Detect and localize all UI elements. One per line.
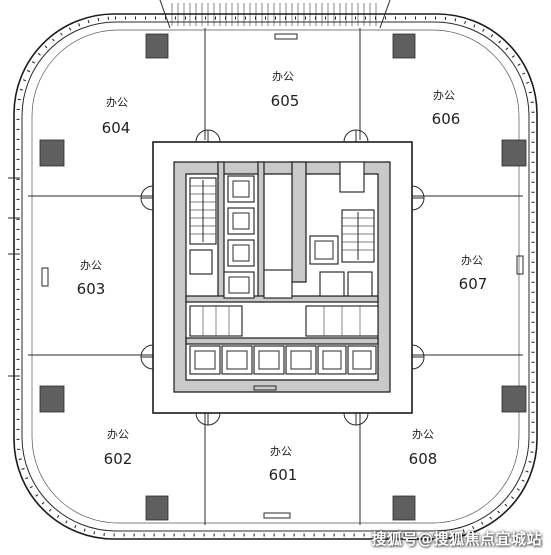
room-604-label: 办公 bbox=[106, 96, 128, 109]
room-605-number: 605 bbox=[271, 92, 300, 110]
column-icon bbox=[501, 385, 527, 413]
column-icon bbox=[392, 33, 416, 59]
room-604-number: 604 bbox=[102, 119, 131, 137]
wall-hatches bbox=[8, 33, 524, 519]
corridor-boundary bbox=[152, 141, 413, 414]
room-603-label: 办公 bbox=[80, 259, 102, 272]
room-608-number: 608 bbox=[409, 450, 438, 468]
column-icon bbox=[145, 495, 169, 521]
office-partitions bbox=[28, 28, 523, 525]
column-icon bbox=[39, 385, 65, 413]
column-icon bbox=[392, 495, 416, 521]
room-608-label: 办公 bbox=[412, 428, 434, 441]
washrooms bbox=[189, 305, 379, 337]
outer-wall bbox=[13, 13, 538, 540]
room-602-number: 602 bbox=[104, 450, 133, 468]
room-607-label: 办公 bbox=[461, 254, 483, 267]
room-606-number: 606 bbox=[432, 110, 461, 128]
core-lobby bbox=[263, 269, 293, 299]
curtain-wall-mullions bbox=[16, 16, 535, 537]
room-606-label: 办公 bbox=[433, 89, 455, 102]
column-icon bbox=[145, 33, 169, 59]
outer-wall-inner bbox=[21, 21, 530, 532]
elevator-right bbox=[309, 235, 373, 297]
room-605-label: 办公 bbox=[272, 70, 294, 83]
room-601-label: 办公 bbox=[270, 445, 292, 458]
inner-perimeter bbox=[31, 29, 520, 524]
column-icon bbox=[39, 139, 65, 167]
watermark: 搜狐号@搜狐焦点宜城站 bbox=[371, 530, 542, 548]
stair-left-icon bbox=[189, 177, 217, 275]
room-603-number: 603 bbox=[77, 280, 106, 298]
room-601-number: 601 bbox=[269, 466, 298, 484]
room-607-number: 607 bbox=[459, 275, 488, 293]
elevator-left bbox=[223, 175, 255, 299]
stair-right-icon bbox=[339, 161, 375, 263]
core-service-hatch bbox=[253, 385, 277, 391]
corridor-doors bbox=[140, 129, 425, 426]
column-icon bbox=[501, 139, 527, 167]
elevator-bank-bottom bbox=[189, 345, 377, 375]
room-602-label: 办公 bbox=[107, 428, 129, 441]
